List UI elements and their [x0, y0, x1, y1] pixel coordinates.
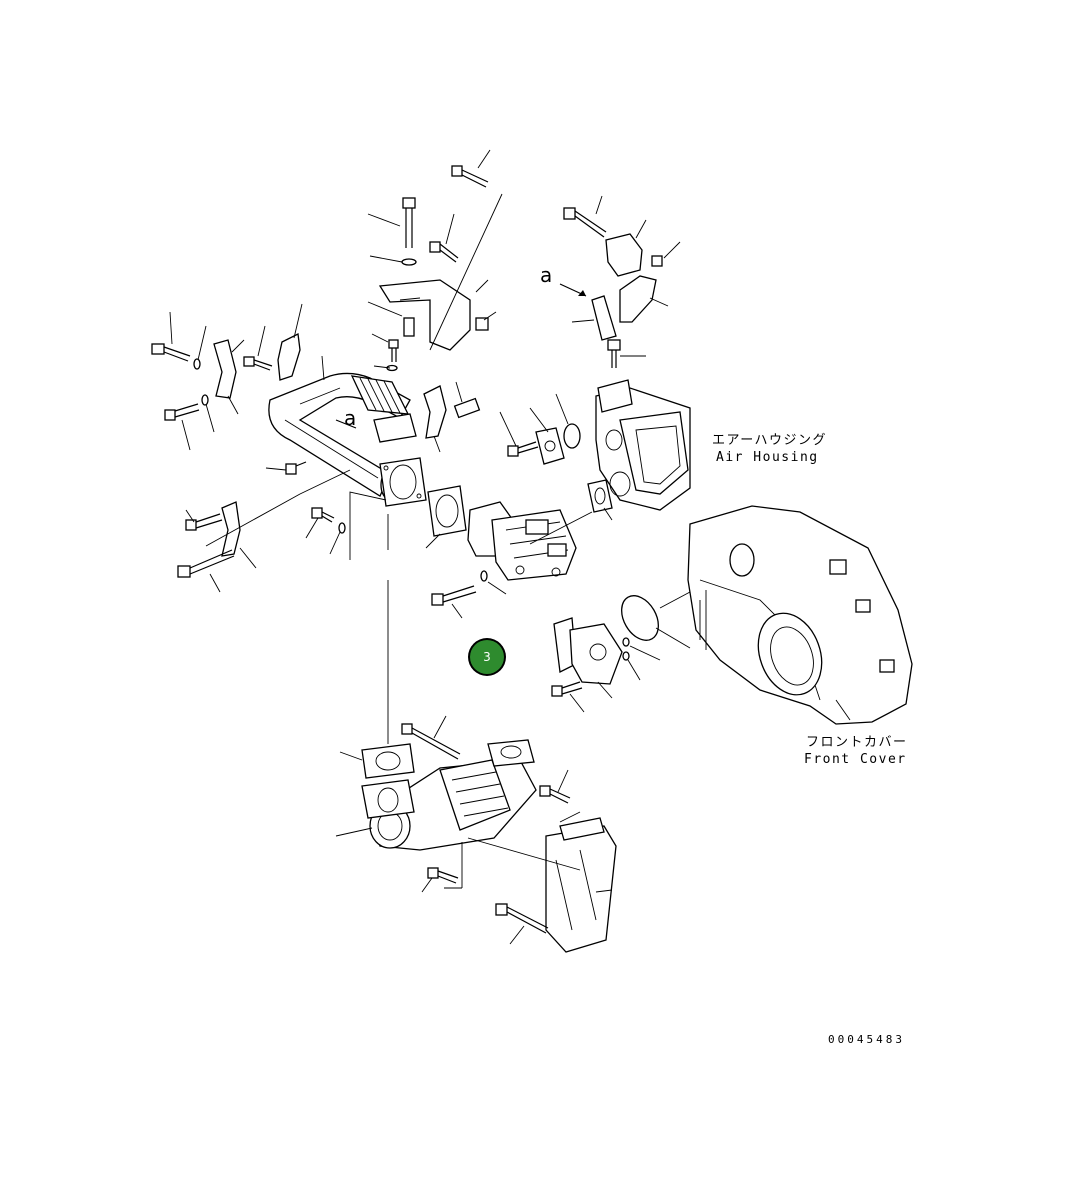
bolt: [177, 549, 235, 578]
bolt: [551, 681, 583, 697]
air-housing-label-jp: エアーハウジング: [712, 433, 827, 448]
cover-plate: [535, 427, 565, 465]
bracket-view-a: a: [540, 207, 663, 368]
gasket: [427, 485, 467, 537]
washer: [401, 258, 417, 266]
spacer: [403, 317, 415, 337]
egr-valve: [467, 501, 577, 581]
view-ref-label-pipe: a: [344, 406, 356, 430]
callout-marker[interactable]: 3: [468, 638, 506, 676]
bolt: [311, 507, 335, 523]
egr-cooler: [361, 739, 537, 851]
clamp-half: [277, 333, 301, 381]
clamp-half: [423, 385, 447, 439]
air-housing-label-en: Air Housing: [716, 450, 819, 465]
callout-number: 3: [483, 650, 491, 664]
egr-pipe: [268, 372, 411, 500]
bolt: [495, 903, 549, 934]
o-ring: [621, 595, 659, 641]
valve-actuator: [553, 617, 623, 685]
washer: [201, 394, 209, 406]
nut: [475, 317, 489, 331]
washer: [193, 358, 201, 370]
front-cover-label-en: Front Cover: [804, 752, 907, 767]
bolt: [243, 356, 273, 371]
bolt: [401, 723, 461, 760]
front-cover-label-jp: フロントカバー: [806, 735, 908, 750]
view-ref-label-bracket: a: [540, 263, 552, 287]
bolt: [185, 513, 223, 531]
bolt: [451, 165, 489, 188]
gasket: [587, 479, 613, 513]
spacer: [453, 397, 481, 419]
bolt: [563, 207, 607, 238]
bolt: [539, 785, 571, 804]
washer: [338, 522, 346, 534]
cooler-bracket: [545, 817, 617, 953]
drawing-number: 00045483: [828, 1033, 905, 1046]
bolt: [431, 585, 477, 606]
washer: [480, 570, 488, 582]
bolt: [164, 403, 200, 421]
gasket: [361, 743, 415, 779]
front-cover: [687, 505, 913, 725]
pipe-flange: [379, 457, 427, 507]
mounting-bracket: [378, 279, 471, 351]
leader-lines: [169, 149, 851, 945]
bolt: [285, 461, 307, 475]
egr-pipe-assembly: a: [151, 165, 489, 578]
bolt: [427, 867, 459, 884]
clamp-half: [221, 501, 241, 557]
pipe-top-flange: [373, 413, 417, 443]
gasket: [563, 423, 581, 449]
clamp-half: [213, 339, 237, 399]
bolt: [388, 339, 399, 362]
bolt: [402, 197, 416, 248]
bolt: [507, 441, 539, 457]
bolt: [151, 343, 191, 362]
bolt: [429, 241, 459, 263]
o-ring: [622, 637, 630, 661]
air-housing: [595, 379, 691, 511]
